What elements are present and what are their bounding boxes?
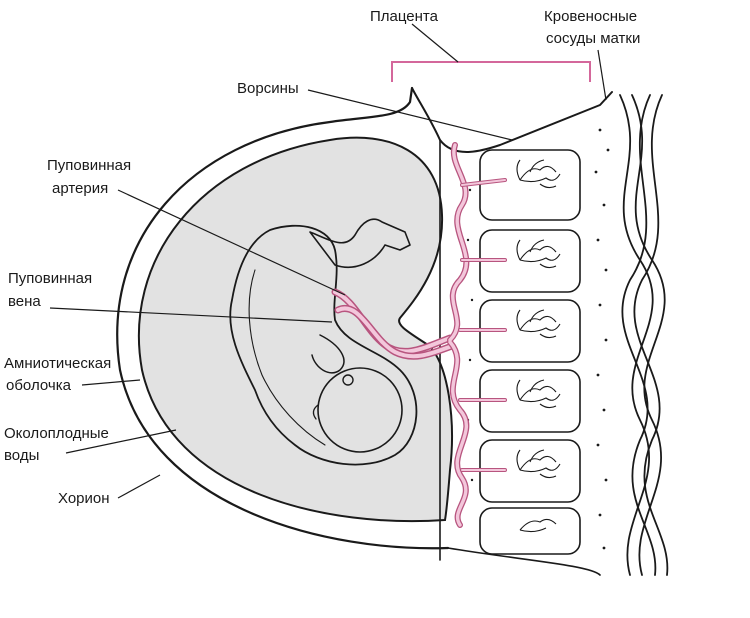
artery-leader xyxy=(117,189,346,296)
label-uterine-vessels-2: сосуды матки xyxy=(546,30,640,47)
labels: Плацента Кровеносные сосуды матки Ворсин… xyxy=(4,8,640,507)
embryo xyxy=(229,218,418,466)
embryo-head xyxy=(317,367,403,453)
embryo-leg xyxy=(309,218,411,269)
label-placenta: Плацента xyxy=(370,8,439,25)
fetal-vessel-light xyxy=(448,143,468,527)
label-vein-1: Пуповинная xyxy=(8,270,92,287)
label-fluid-2: воды xyxy=(4,447,39,464)
fluid-leader xyxy=(65,429,177,454)
villus-tree xyxy=(516,309,561,339)
villus-tree xyxy=(516,159,561,189)
embryo-eye xyxy=(342,374,354,386)
embryo-spine xyxy=(248,269,326,446)
leader-lines xyxy=(49,23,607,499)
villus-compartment xyxy=(479,507,581,555)
label-vein-2: вена xyxy=(8,293,41,310)
umbilical-cord xyxy=(331,288,456,360)
villi-trees xyxy=(516,159,561,533)
amnion-leader xyxy=(81,379,141,386)
villus-tree xyxy=(516,239,561,269)
vein-leader xyxy=(49,307,333,323)
umbilical-cord-light xyxy=(336,306,454,359)
fetal-vessels xyxy=(447,142,507,528)
uterine-vessel xyxy=(631,94,666,576)
uterine-vessel xyxy=(619,94,654,576)
uterine-blood-vessels xyxy=(619,94,669,576)
chorion-sac xyxy=(116,86,450,550)
uterine-wall xyxy=(411,87,613,153)
embryo-ear xyxy=(312,404,319,420)
villus-tree xyxy=(519,518,557,533)
label-amnion-2: оболочка xyxy=(6,377,72,394)
uterine-vessel xyxy=(633,94,669,576)
fetal-branch-light xyxy=(459,179,506,471)
uterine-vessels-leader xyxy=(597,49,607,101)
label-artery-2: артерия xyxy=(52,180,108,197)
uterine-vessel xyxy=(621,94,657,576)
villi-compartments xyxy=(479,149,581,555)
label-villi: Ворсины xyxy=(237,80,299,97)
villus-tree xyxy=(516,379,561,409)
embryo-body xyxy=(229,224,418,466)
placenta-leader xyxy=(411,23,459,63)
villi-leader xyxy=(307,89,513,141)
amniotic-fluid xyxy=(137,136,453,523)
label-chorion: Хорион xyxy=(58,490,110,507)
label-amnion-1: Амниотическая xyxy=(4,355,111,372)
label-uterine-vessels-1: Кровеносные xyxy=(544,8,637,25)
label-artery-1: Пуповинная xyxy=(47,157,131,174)
villus-tree xyxy=(516,449,561,479)
chorion-leader xyxy=(117,474,161,499)
placenta-bracket xyxy=(391,61,591,82)
uterine-tissue xyxy=(466,128,610,550)
label-fluid-1: Околоплодные xyxy=(4,425,109,442)
villus-compartment xyxy=(479,149,581,221)
embryo-arm xyxy=(311,334,345,374)
